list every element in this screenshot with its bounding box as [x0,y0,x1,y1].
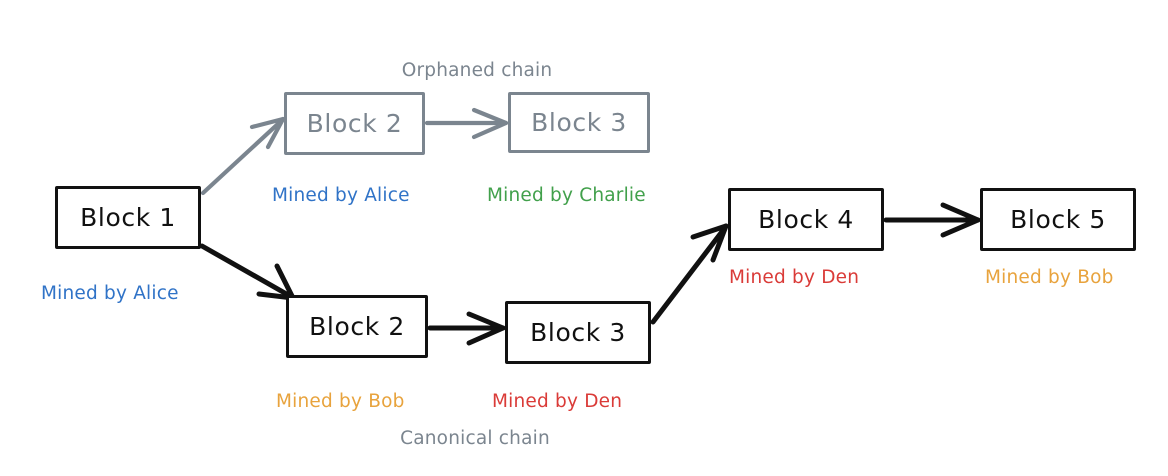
miner-label-canonical-block-2: Mined by Bob [276,391,405,412]
miner-label-canonical-block-3: Mined by Den [492,391,623,412]
block-label: Block 3 [531,108,627,137]
block-label: Block 2 [306,109,403,138]
block-node-orphan-block-2[interactable]: Block 2 [284,92,425,155]
orphaned-chain-caption: Orphaned chain [401,60,553,81]
block-node-block-1[interactable]: Block 1 [55,186,201,249]
block-node-canonical-block-2[interactable]: Block 2 [286,295,428,358]
block-node-canonical-block-3[interactable]: Block 3 [505,301,651,364]
arrow-canonical-block2-to-canonical-block3 [427,311,506,346]
arrow-block4-to-block5 [883,202,981,238]
canonical-chain-caption: Canonical chain [400,428,550,449]
block-label: Block 4 [758,205,854,234]
miner-label-block-5: Mined by Bob [985,267,1114,288]
arrow-orphan-block2-to-orphan-block3 [424,107,509,140]
block-label: Block 3 [530,318,626,347]
arrow-block1-to-orphan-block2 [200,116,286,196]
block-node-block-5[interactable]: Block 5 [980,188,1136,251]
block-label: Block 1 [80,203,176,232]
arrow-canonical-block3-to-block4 [650,223,729,325]
arrow-block1-to-canonical-block2 [199,243,296,301]
block-node-block-4[interactable]: Block 4 [728,188,884,251]
block-node-orphan-block-3[interactable]: Block 3 [508,92,650,153]
miner-label-block-1: Mined by Alice [41,283,179,304]
block-label: Block 5 [1010,205,1106,234]
miner-label-block-4: Mined by Den [729,267,860,288]
miner-label-orphan-block-3: Mined by Charlie [487,185,646,206]
miner-label-orphan-block-2: Mined by Alice [272,185,410,206]
block-label: Block 2 [309,312,405,341]
